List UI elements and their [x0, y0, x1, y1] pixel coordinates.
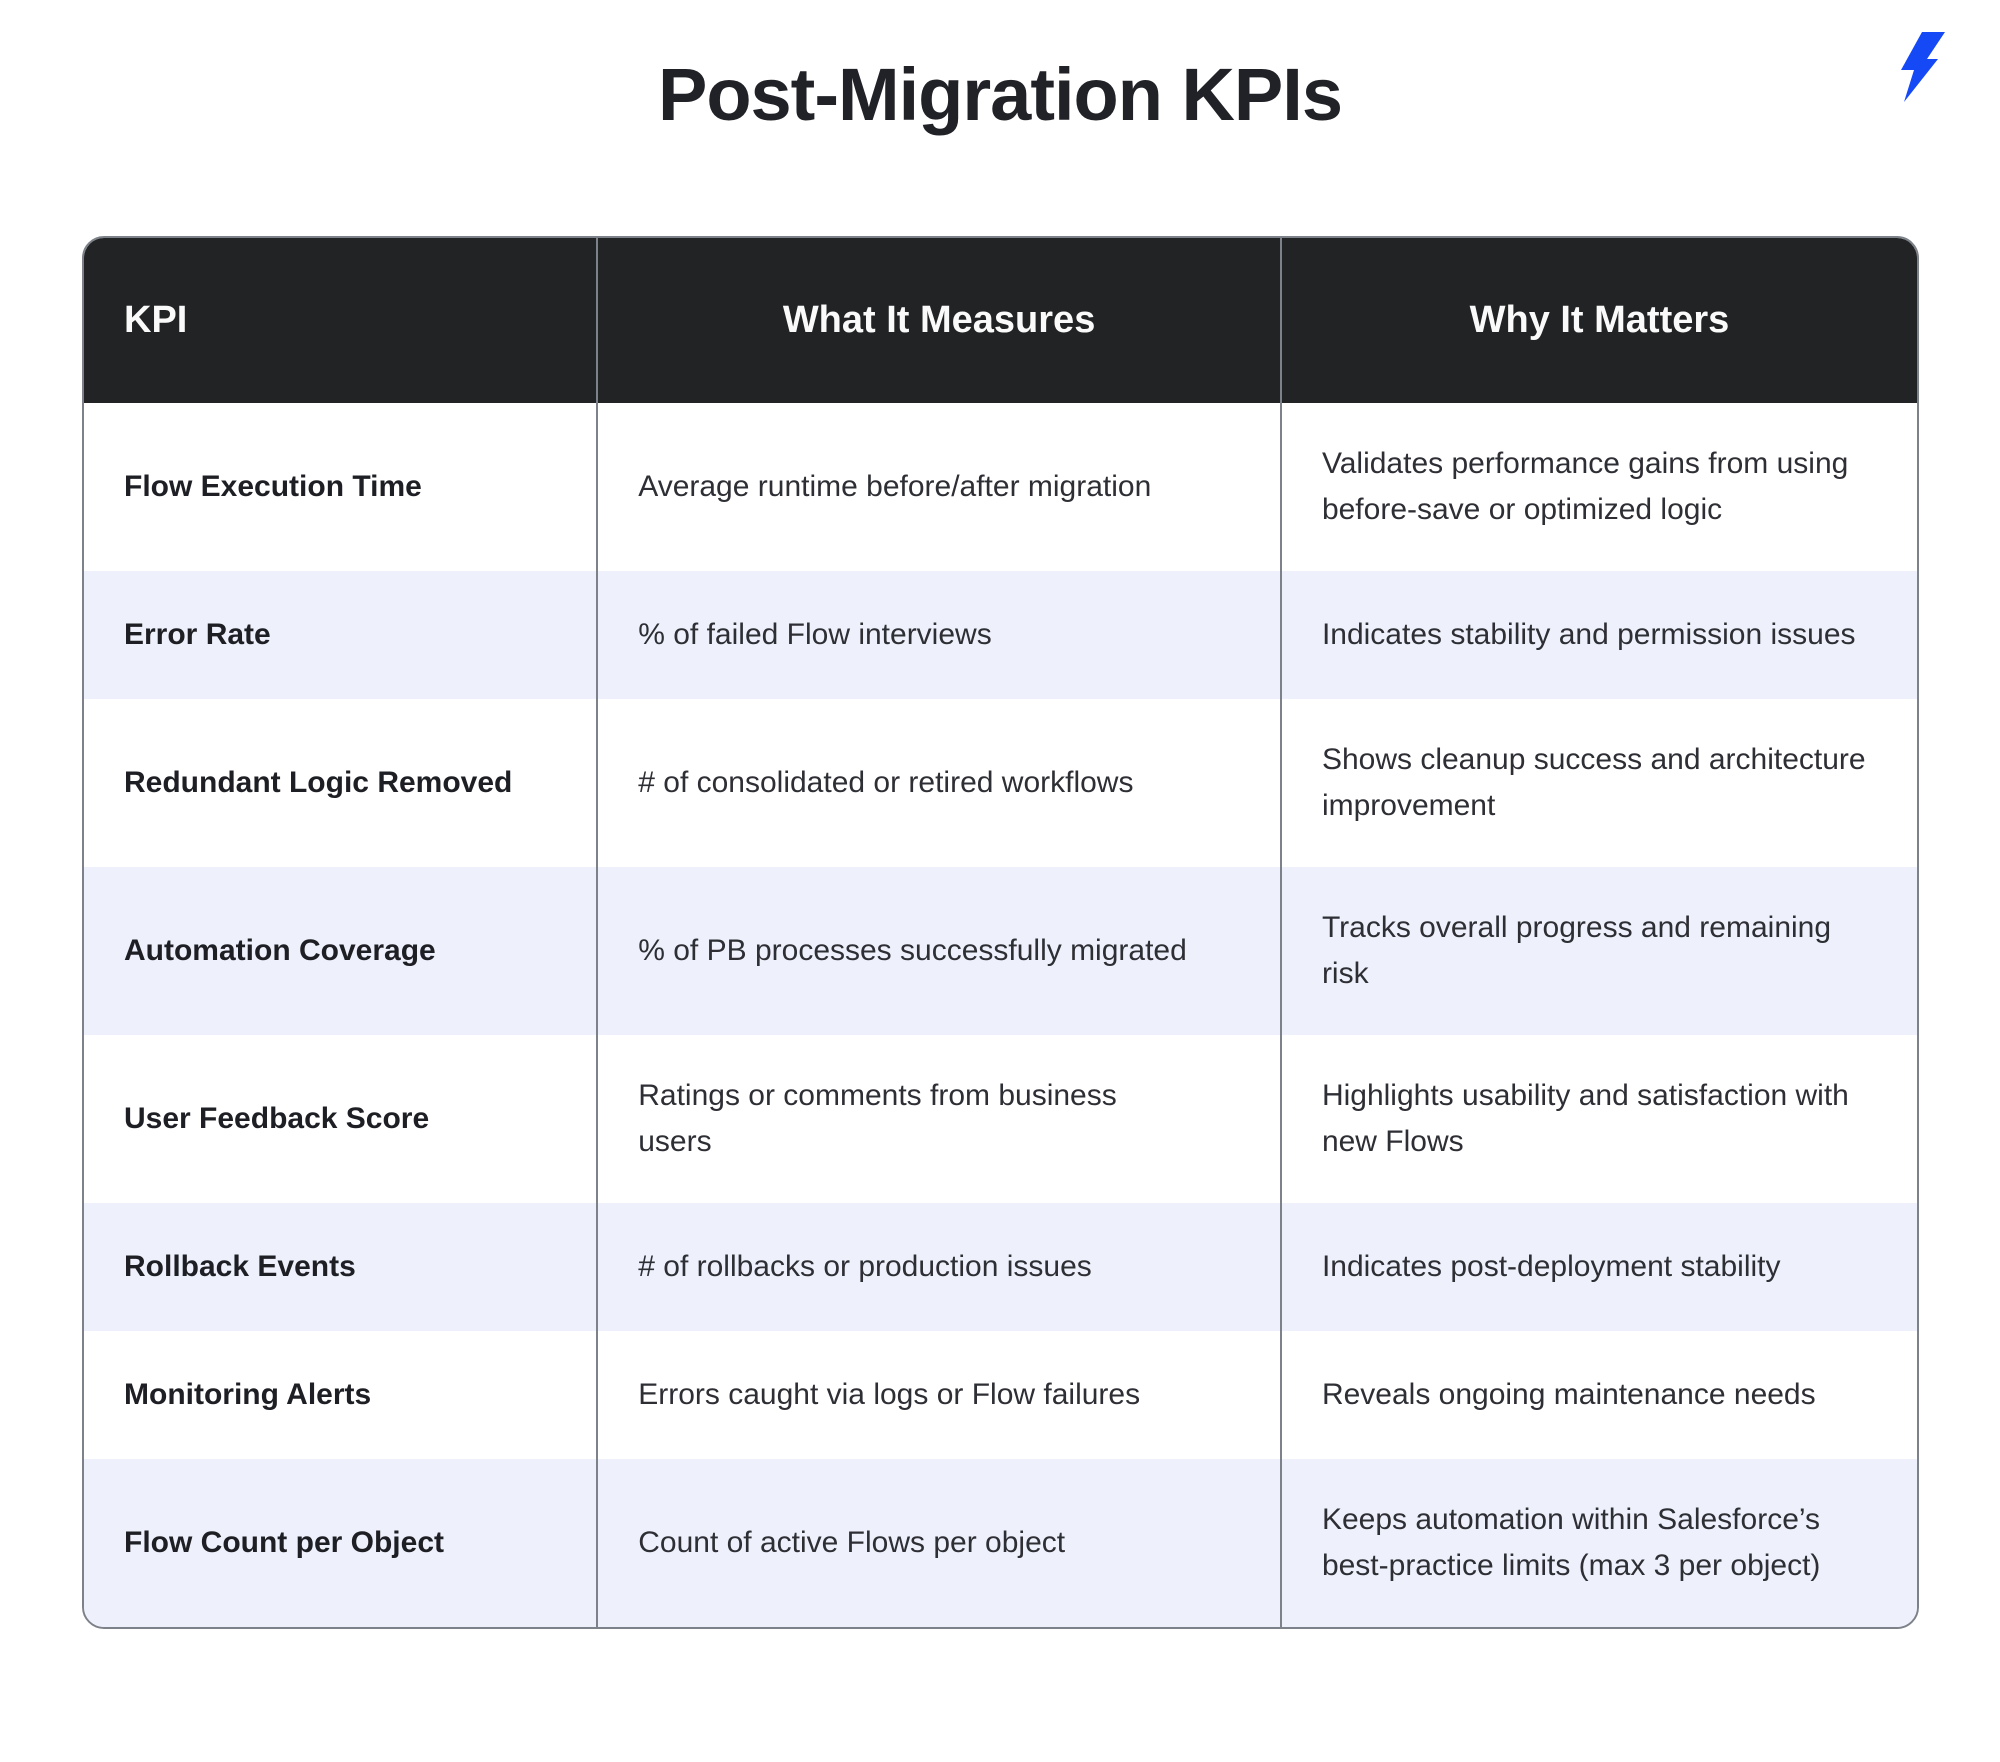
- kpi-matters-cell: Indicates stability and permission issue…: [1279, 571, 1917, 699]
- kpi-measures-cell: % of PB processes successfully migrated: [596, 867, 1281, 1035]
- kpi-name-cell: User Feedback Score: [84, 1035, 598, 1203]
- lightning-bolt-shape: [1901, 32, 1945, 102]
- column-header-kpi: KPI: [84, 238, 598, 403]
- table-row: Monitoring Alerts Errors caught via logs…: [84, 1331, 1917, 1459]
- lightning-bolt-icon: [1901, 32, 1945, 102]
- kpi-matters: Validates performance gains from using b…: [1321, 447, 1849, 526]
- kpi-name-cell: Automation Coverage: [84, 867, 598, 1035]
- table-row: Rollback Events # of rollbacks or produc…: [84, 1203, 1917, 1331]
- kpi-measures-cell: Errors caught via logs or Flow failures: [596, 1331, 1281, 1459]
- kpi-matters: Reveals ongoing maintenance needs: [1321, 1378, 1816, 1411]
- kpi-measures: % of PB processes successfully migrated: [638, 934, 1187, 967]
- kpi-measures-cell: Average runtime before/after migration: [596, 403, 1281, 571]
- table-row: Flow Execution Time Average runtime befo…: [84, 403, 1917, 571]
- kpi-matters-cell: Validates performance gains from using b…: [1279, 403, 1917, 571]
- kpi-measures-cell: Count of active Flows per object: [596, 1459, 1281, 1627]
- kpi-matters: Highlights usability and satisfaction wi…: [1321, 1079, 1849, 1158]
- page-title: Post-Migration KPIs: [657, 53, 1343, 136]
- kpi-measures: Average runtime before/after migration: [638, 470, 1152, 503]
- kpi-name-cell: Error Rate: [84, 571, 598, 699]
- kpi-name-cell: Flow Execution Time: [84, 403, 598, 571]
- kpi-name: Automation Coverage: [124, 934, 436, 967]
- table-row: Automation Coverage % of PB processes su…: [84, 867, 1917, 1035]
- kpi-measures: Count of active Flows per object: [638, 1526, 1066, 1559]
- kpi-measures: # of consolidated or retired workflows: [638, 766, 1134, 799]
- table-body: Flow Execution Time Average runtime befo…: [84, 403, 1917, 1627]
- table-header: KPI What It Measures Why It Matters: [84, 238, 1917, 403]
- table-row: User Feedback Score Ratings or comments …: [84, 1035, 1917, 1203]
- kpi-measures-cell: # of rollbacks or production issues: [596, 1203, 1281, 1331]
- column-header-measures: What It Measures: [596, 238, 1281, 403]
- table-row: Redundant Logic Removed # of consolidate…: [84, 699, 1917, 867]
- kpi-measures-cell: % of failed Flow interviews: [596, 571, 1281, 699]
- kpi-matters: Indicates post-deployment stability: [1321, 1250, 1781, 1283]
- kpi-matters: Shows cleanup success and architecture i…: [1321, 743, 1866, 822]
- kpi-name-cell: Flow Count per Object: [84, 1459, 598, 1627]
- kpi-measures: # of rollbacks or production issues: [638, 1250, 1092, 1283]
- kpi-name: Flow Count per Object: [124, 1526, 444, 1559]
- kpi-matters-cell: Shows cleanup success and architecture i…: [1279, 699, 1917, 867]
- kpi-measures: % of failed Flow interviews: [638, 618, 992, 651]
- header-row: KPI What It Measures Why It Matters: [84, 238, 1917, 403]
- kpi-name: Redundant Logic Removed: [124, 766, 513, 799]
- kpi-measures-cell: # of consolidated or retired workflows: [596, 699, 1281, 867]
- kpi-matters: Indicates stability and permission issue…: [1321, 618, 1856, 651]
- kpi-name-cell: Monitoring Alerts: [84, 1331, 598, 1459]
- kpi-measures-cell: Ratings or comments from business users: [596, 1035, 1281, 1203]
- kpi-name: Flow Execution Time: [124, 470, 422, 503]
- kpi-measures: Ratings or comments from business users: [638, 1079, 1117, 1158]
- kpi-measures: Errors caught via logs or Flow failures: [638, 1378, 1141, 1411]
- kpi-name: Monitoring Alerts: [124, 1378, 372, 1411]
- kpi-name: Error Rate: [124, 618, 271, 651]
- kpi-name-cell: Redundant Logic Removed: [84, 699, 598, 867]
- kpi-matters: Keeps automation within Salesforce’s bes…: [1321, 1503, 1821, 1582]
- kpi-matters-cell: Tracks overall progress and remaining ri…: [1279, 867, 1917, 1035]
- kpi-matters-cell: Highlights usability and satisfaction wi…: [1279, 1035, 1917, 1203]
- kpi-matters-cell: Keeps automation within Salesforce’s bes…: [1279, 1459, 1917, 1627]
- kpi-matters-cell: Reveals ongoing maintenance needs: [1279, 1331, 1917, 1459]
- kpi-table: KPI What It Measures Why It Matters Flow…: [82, 236, 1919, 1629]
- table-row: Flow Count per Object Count of active Fl…: [84, 1459, 1917, 1627]
- kpi-matters: Tracks overall progress and remaining ri…: [1321, 911, 1832, 990]
- kpi-name: Rollback Events: [124, 1250, 356, 1283]
- kpi-name-cell: Rollback Events: [84, 1203, 598, 1331]
- kpi-name: User Feedback Score: [124, 1102, 430, 1135]
- column-header-matters: Why It Matters: [1279, 238, 1917, 403]
- kpi-matters-cell: Indicates post-deployment stability: [1279, 1203, 1917, 1331]
- table-row: Error Rate % of failed Flow interviews I…: [84, 571, 1917, 699]
